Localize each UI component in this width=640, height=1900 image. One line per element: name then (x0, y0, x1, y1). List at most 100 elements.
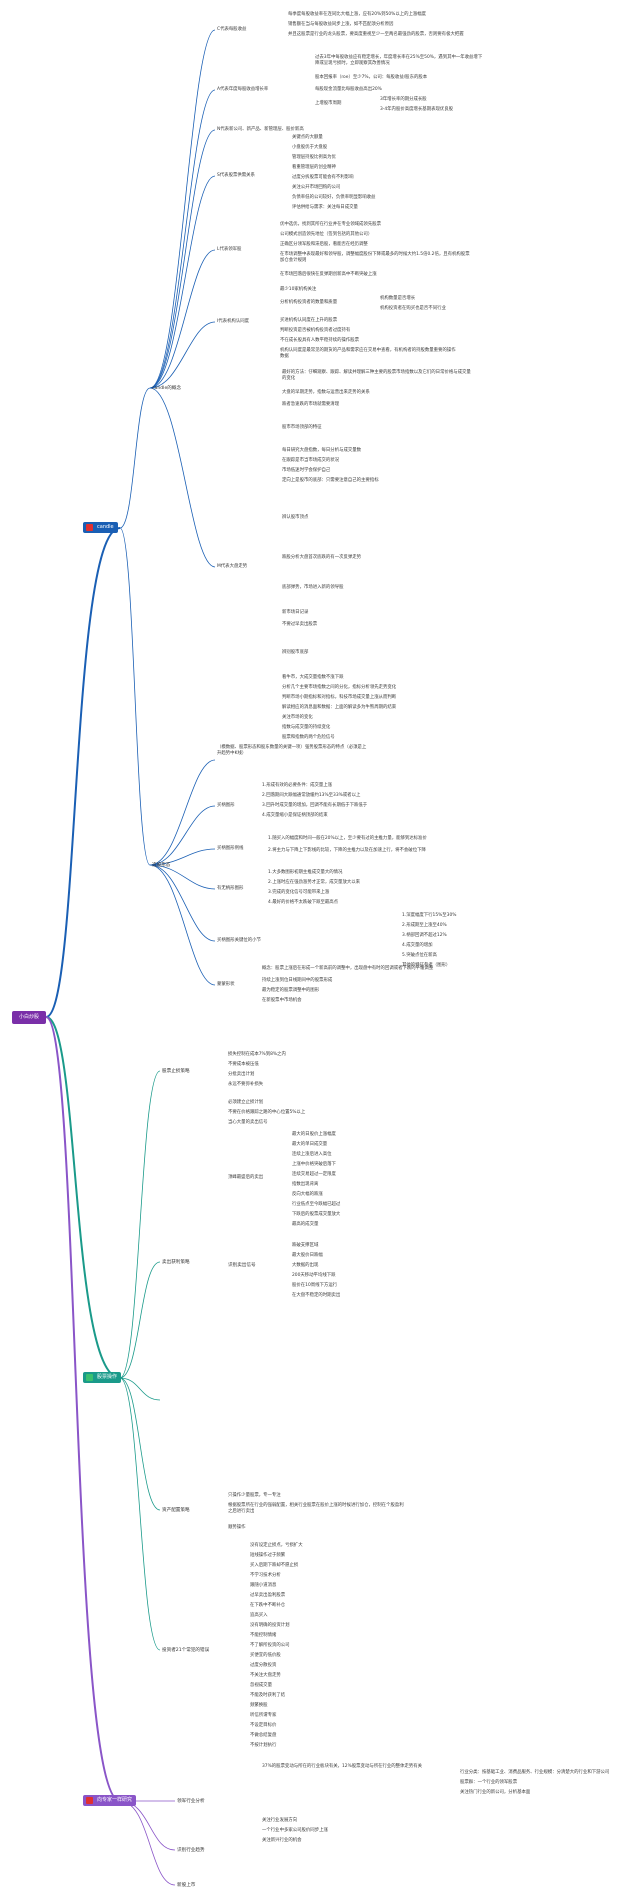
branch-research[interactable]: 向专家一样研究 (83, 1795, 137, 1806)
root-node[interactable]: 小白炒股 (12, 1011, 46, 1024)
list-item: 大盘的早期走势，指数与运营出来走势的关系 (282, 390, 370, 395)
group-n[interactable]: N代表新公司、新产品、新管理层、股价新高 (217, 127, 304, 132)
list-item: 负债率低的公司较好，负债率明显影响收益 (292, 195, 376, 200)
list-item: 不能控制情绪 (250, 1633, 277, 1638)
list-item: 正确区分领军股和滞后股，看能否在经历调整 (280, 242, 368, 247)
list-item: 定向上是股市的底部：只需要注意自己的主要指标 (282, 478, 379, 483)
list-item: 判断市场小期指标和对指标，科技市场成交量上涨从而判断 (282, 695, 397, 700)
list-item: 股票群：一个行业的领军股票 (460, 1780, 518, 1785)
branch-candle[interactable]: candle (83, 522, 118, 533)
list-item: 在下跌中不断补仓 (250, 1603, 286, 1608)
list-item: 一个行业中多家公司股价同步上涨 (262, 1828, 328, 1833)
branch-research-label: 向专家一样研究 (97, 1797, 133, 1803)
section-new-listings[interactable]: 新股上市 (177, 1883, 196, 1888)
section-industry-trend[interactable]: 识别行业趋势 (177, 1848, 205, 1853)
list-item: 优中选优，找到其所在行业并在专业领域成领先股票 (280, 222, 381, 227)
list-item: 看牛市，大成交量指数不涨下跌 (282, 675, 344, 680)
list-item: 每日研究大盘指数，每日分析与成交量数 (282, 448, 362, 453)
group-c[interactable]: C代表每股收益 (217, 27, 247, 32)
list-item: 不设定目标价 (250, 1723, 277, 1728)
list-item: 1.随买入的幅度和时间一般在20%以上，至少要有过的主推力量，能够到达标准价 (268, 836, 427, 841)
list-item: 分析几个主要市场指数之间的分化，指标分析领先走势变化 (282, 685, 397, 690)
list-item: 最大股价日跌幅 (292, 1253, 323, 1258)
group-no-handle[interactable]: 有无柄形图形 (217, 886, 244, 891)
list-item: 3.回升时成交量的增加，回调不能有长期低于下跌低于 (262, 803, 368, 808)
list-item: 底部弹势，市场进入新的领导股 (282, 585, 344, 590)
flag-icon (86, 1797, 93, 1804)
list-item: 不要过早卖出股票 (282, 622, 318, 627)
list-item: 2.上涨时应在强劲涨势才正常，成交量放大以来 (268, 880, 361, 885)
list-item: 损失控制在成本7%到8%之内 (228, 1052, 286, 1057)
list-item: 机构认同度是最常见的期货的产品和需求应在交易中查看，有机构者的持股数量重要的操作… (280, 348, 456, 359)
list-item: 不按计划执行 (250, 1743, 277, 1748)
list-item: 最好的方法：仔细观察、跟踪、解读并理解三种主要的股票市场指数以及它们的日常价格与… (282, 370, 471, 381)
list-item: 3.完成的变化信号可能带来上涨 (268, 890, 330, 895)
list-item: 分析机构投资者的数量和质量 (280, 300, 338, 305)
list-item: 3.柄部回调不超过12% (402, 933, 447, 938)
group-cup-handle-line[interactable]: 买柄图形例线 (217, 846, 244, 851)
list-item: 只操作少量股票，专一专注 (228, 1493, 281, 1498)
list-item: 根据股票所在行业的强弱配置，相关行业股票在股价上涨的时候进行加仓，控制在个股盈利… (228, 1503, 404, 1514)
list-item: 2.回落期间大跌幅通常放缓约13%至33%或者以上 (262, 793, 361, 798)
section-candle-concept[interactable]: candle的概念 (152, 386, 182, 391)
list-item: 永远不要弥补损失 (228, 1082, 264, 1087)
list-item: 指数出现背离 (292, 1182, 319, 1187)
section-common-mistakes[interactable]: 投资者21个常犯的错误 (162, 1648, 210, 1653)
list-item: 过度分散投资 (250, 1663, 277, 1668)
list-item: 机构投资者在购买也是否不同行业 (380, 306, 446, 311)
group-sell-signals[interactable]: 识别卖出信号 (228, 1263, 256, 1268)
list-item: 买便宜的低价股 (250, 1653, 281, 1658)
branch-stock-operation[interactable]: 股票操作 (83, 1372, 122, 1383)
list-item: 没有明确的投资计划 (250, 1623, 290, 1628)
list-item: 4.最好的价格不太跌破下跌至最高点 (268, 900, 339, 905)
list-item: 公司模式创造领先地位（签到包括的其他公司） (280, 232, 373, 237)
list-item: 指数与成交量的持续变化 (282, 725, 331, 730)
section-stock-pattern[interactable]: 选股形态 (152, 863, 171, 868)
list-item: 其他的特征参考（图形） (402, 963, 451, 968)
list-item: 3-4年内股价高度增长基期表现优良股 (380, 107, 454, 112)
list-item: 过早卖出盈利股票 (250, 1593, 286, 1598)
list-item: 辨认股市顶点 (282, 515, 309, 520)
list-item: 看重管理层的创业精神 (292, 165, 336, 170)
list-item: 并且这股票是行业的龙头股票，要高度重视至少一至两名最强劲的股票，否则要有极大把握 (288, 32, 464, 37)
group-s[interactable]: S代表股票供需关系 (217, 173, 255, 178)
list-item: 必须建立止损计划 (228, 1100, 264, 1105)
list-item: 下跌后的股票成交量放大 (292, 1212, 341, 1217)
list-item: 频繁换股 (250, 1703, 268, 1708)
list-item: 5.突破点位在新高 (402, 953, 437, 958)
list-item: 短线操作过于频繁 (250, 1553, 286, 1558)
list-item: 追高买入 (250, 1613, 268, 1618)
group-key-points[interactable]: 买柄图形关键位的小节 (217, 938, 261, 943)
group-m[interactable]: M代表大盘走势 (217, 564, 248, 569)
list-item: 反向大幅的跌涨 (292, 1192, 323, 1197)
list-item: 每股现金流量比每股收益高出20% (315, 87, 382, 92)
group-l[interactable]: L代表领军股 (217, 247, 242, 252)
section-industry-analysis[interactable]: 领军行业分析 (177, 1799, 205, 1804)
list-item: 4.成交量的增加 (402, 943, 433, 948)
list-item: 销售额在当与每股收益同步上涨，如不匹配须分析原因 (288, 22, 394, 27)
list-item: 关注市场的变化 (282, 715, 313, 720)
list-item: 连续交易超过一定限度 (292, 1172, 336, 1177)
list-item: 1.深度幅度下行15%至30% (402, 913, 457, 918)
group-pattern-intro[interactable]: （模数据、股票形态和股东数量的关键一项）强势股票形态的特点（必须是上升趋势中K线… (217, 745, 367, 756)
list-item: 大数据的出现 (292, 1263, 319, 1268)
list-item: 不关注大盘走势 (250, 1673, 281, 1678)
list-item: 2.形成期至上涨至40% (402, 923, 447, 928)
group-cup-handle[interactable]: 买柄图形 (217, 803, 235, 808)
list-item: 市场低迷时学会保护自己 (282, 468, 331, 473)
section-asset-allocation[interactable]: 资产配置策略 (162, 1508, 190, 1513)
group-flat-base[interactable]: 蒙蒙形状 (217, 982, 235, 987)
group-i[interactable]: I代表机构认同度 (217, 319, 250, 324)
list-item: 最大的单日成交量 (292, 1142, 328, 1147)
list-item: 1.形成有效的必要条件：成交量上涨 (262, 783, 333, 788)
list-item: 新市场日记录 (282, 610, 309, 615)
section-take-profit[interactable]: 卖出获利策略 (162, 1260, 190, 1265)
list-item: 不学习技术分析 (250, 1573, 281, 1578)
group-a[interactable]: A代表年度每股收益增长率 (217, 87, 269, 92)
list-item: 跌者急速跌的市场就需要清理 (282, 402, 340, 407)
section-stop-loss[interactable]: 股票止损策略 (162, 1069, 190, 1074)
list-item: 200天移动平均线下跌 (292, 1273, 336, 1278)
list-item: 跌破支撑区域 (292, 1243, 319, 1248)
list-item: 3年增长率的期分成长股 (380, 97, 427, 102)
